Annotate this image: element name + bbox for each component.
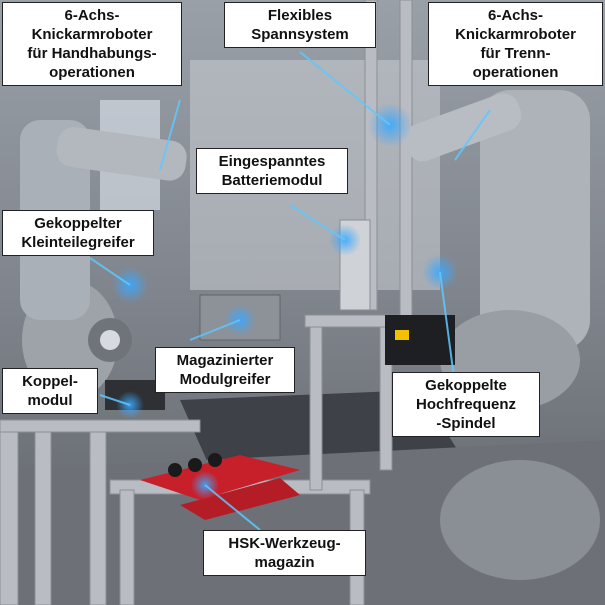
label-coupling-module: Koppel- modul <box>2 368 98 414</box>
tool-magazine <box>140 453 300 520</box>
label-small-gripper: Gekoppelter Kleinteilegreifer <box>2 210 154 256</box>
separation-robot <box>385 90 600 580</box>
label-battery-module: Eingespanntes Batteriemodul <box>196 148 348 194</box>
label-module-gripper: Magazinierter Modulgreifer <box>155 347 295 393</box>
label-hf-spindle: Gekoppelte Hochfrequenz -Spindel <box>392 372 540 437</box>
label-tool-magazine: HSK-Werkzeug- magazin <box>203 530 366 576</box>
label-separation-robot: 6-Achs- Knickarmroboter für Trenn- opera… <box>428 2 603 86</box>
label-clamping-system: Flexibles Spannsystem <box>224 2 376 48</box>
label-handling-robot: 6-Achs- Knickarmroboter für Handhabungs-… <box>2 2 182 86</box>
callout-lines <box>89 51 491 531</box>
